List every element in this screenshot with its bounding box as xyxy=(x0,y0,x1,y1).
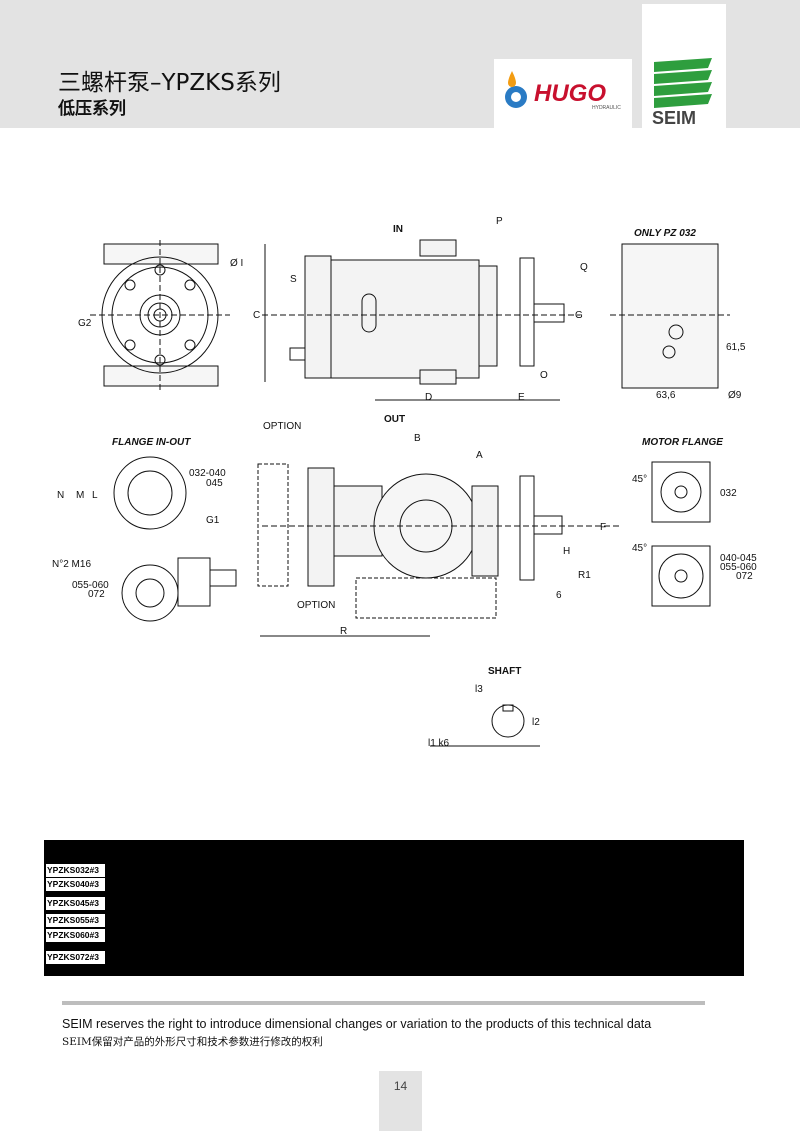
svg-text:MOTOR FLANGE: MOTOR FLANGE xyxy=(642,437,723,448)
svg-text:SHAFT: SHAFT xyxy=(488,666,521,677)
motor-flange-view xyxy=(651,461,711,607)
svg-text:L: L xyxy=(92,490,98,501)
svg-text:l2: l2 xyxy=(532,717,540,728)
svg-text:FLANGE IN-OUT: FLANGE IN-OUT xyxy=(112,437,191,448)
separator-line xyxy=(62,1001,705,1005)
table-row-label: YPZKS045#3 xyxy=(46,897,105,910)
svg-text:IN: IN xyxy=(393,224,403,235)
svg-text:45°: 45° xyxy=(632,474,647,485)
side-view xyxy=(262,239,580,401)
seim-logo: SEIM xyxy=(642,4,726,128)
svg-text:ONLY PZ 032: ONLY PZ 032 xyxy=(634,228,696,239)
svg-text:E: E xyxy=(518,392,525,403)
shaft-view xyxy=(430,704,540,747)
svg-text:H: H xyxy=(563,546,570,557)
svg-text:63,6: 63,6 xyxy=(656,390,676,401)
table-row-label: YPZKS032#3 xyxy=(46,864,105,877)
svg-text:Ø I: Ø I xyxy=(230,258,243,269)
svg-text:OPTION: OPTION xyxy=(263,421,301,432)
svg-text:N°2 M16: N°2 M16 xyxy=(52,559,91,570)
svg-text:032: 032 xyxy=(720,488,737,499)
svg-text:M: M xyxy=(76,490,84,501)
pz032-view xyxy=(610,243,730,389)
svg-text:O: O xyxy=(540,370,548,381)
svg-text:F: F xyxy=(600,522,606,533)
page-number-box: 14 xyxy=(379,1071,422,1131)
page-title: 三螺杆泵–YPZKS系列 xyxy=(58,70,281,96)
svg-text:N: N xyxy=(57,490,64,501)
svg-text:R1: R1 xyxy=(578,570,591,581)
svg-text:032-040: 032-040 xyxy=(189,468,226,479)
hugo-logo: HUGO HYDRAULIC xyxy=(494,59,632,128)
svg-text:SEIM: SEIM xyxy=(652,108,696,128)
disclaimer-cn: SEIM保留对产品的外形尺寸和技术参数进行修改的权利 xyxy=(62,1036,323,1048)
disclaimer-en: SEIM reserves the right to introduce dim… xyxy=(62,1017,652,1031)
svg-text:G1: G1 xyxy=(206,515,220,526)
page-subtitle: 低压系列 xyxy=(58,99,126,119)
svg-text:055-060: 055-060 xyxy=(720,562,757,573)
svg-text:OUT: OUT xyxy=(384,414,405,425)
front-view xyxy=(90,240,230,390)
svg-text:C: C xyxy=(253,310,260,321)
svg-text:D: D xyxy=(425,392,432,403)
svg-text:A: A xyxy=(476,450,483,461)
svg-text:HUGO: HUGO xyxy=(534,80,606,107)
technical-drawing: Ø I G2 IN OUT P Q G S C D E O xyxy=(0,200,800,770)
svg-text:HYDRAULIC: HYDRAULIC xyxy=(592,105,621,111)
svg-text:G2: G2 xyxy=(78,318,92,329)
svg-text:OPTION: OPTION xyxy=(297,600,335,611)
table-row-label: YPZKS055#3 xyxy=(46,914,105,927)
svg-text:45°: 45° xyxy=(632,543,647,554)
svg-text:B: B xyxy=(414,433,421,444)
svg-text:045: 045 xyxy=(206,478,223,489)
svg-text:Ø9: Ø9 xyxy=(728,390,742,401)
svg-text:072: 072 xyxy=(736,571,753,582)
svg-text:Q: Q xyxy=(580,262,588,273)
plan-view xyxy=(257,463,620,637)
table-row-label: YPZKS040#3 xyxy=(46,878,105,891)
table-row-label: YPZKS072#3 xyxy=(46,951,105,964)
svg-text:S: S xyxy=(290,274,297,285)
dimension-table: YPZKS032#3 YPZKS040#3 YPZKS045#3 YPZKS05… xyxy=(44,840,744,976)
svg-text:l3: l3 xyxy=(475,684,483,695)
svg-text:055-060: 055-060 xyxy=(72,580,109,591)
table-row-label: YPZKS060#3 xyxy=(46,929,105,942)
svg-text:072: 072 xyxy=(88,589,105,600)
svg-text:6: 6 xyxy=(556,590,562,601)
svg-text:61,5: 61,5 xyxy=(726,342,746,353)
svg-text:G: G xyxy=(575,310,583,321)
flange-in-out-view xyxy=(113,456,237,622)
svg-text:P: P xyxy=(496,216,503,227)
svg-text:R: R xyxy=(340,626,347,637)
svg-text:l1 k6: l1 k6 xyxy=(428,738,450,749)
page-number: 14 xyxy=(393,1079,408,1093)
svg-text:040-045: 040-045 xyxy=(720,553,757,564)
